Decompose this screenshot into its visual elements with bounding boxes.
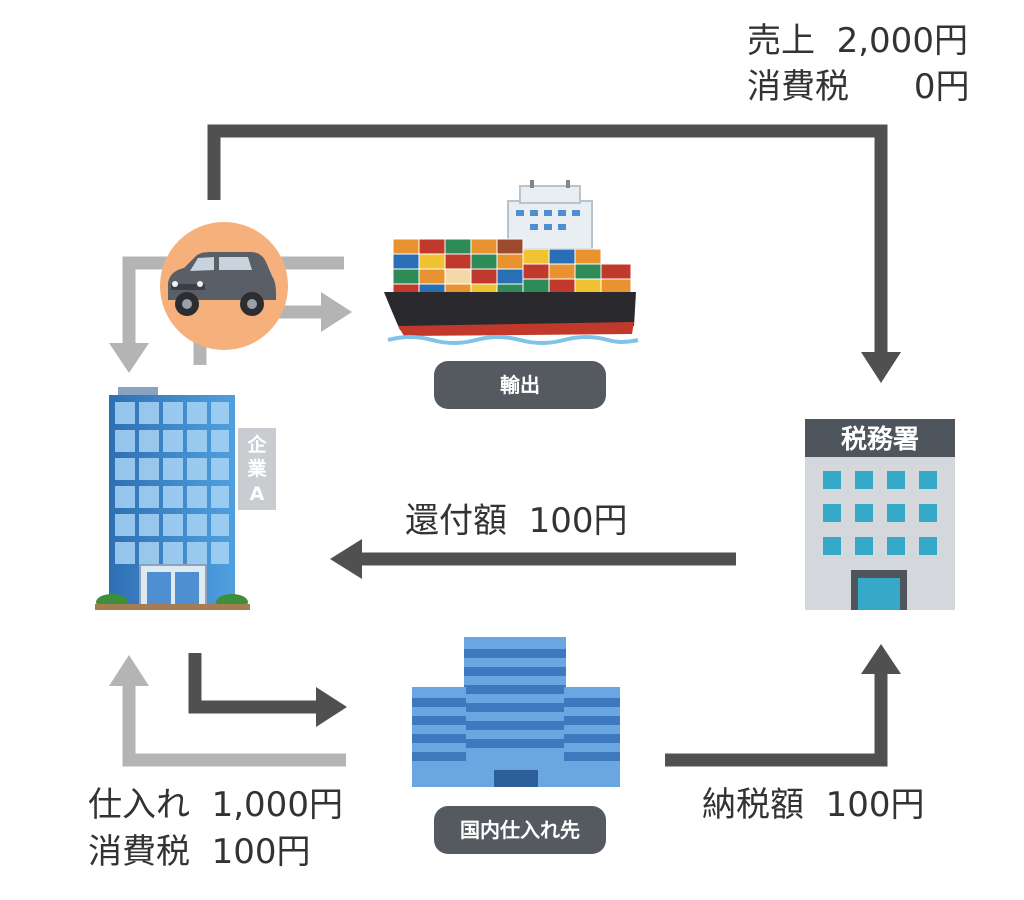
- sales-report-arrow: [207, 124, 901, 383]
- sales-amount-label: 売上 2,000円: [747, 21, 968, 61]
- supplier-badge: 国内仕入れ先: [434, 806, 606, 854]
- payment-arrow: [665, 644, 901, 767]
- purchase-tax-label: 消費税 100円: [88, 832, 311, 872]
- tax-office-icon: [805, 419, 955, 610]
- sales-tax-label: 消費税 0円: [747, 67, 970, 107]
- purchase-goods-arrow: [109, 655, 346, 767]
- cargo-ship-icon: [384, 180, 639, 345]
- export-badge: 輸出: [434, 361, 606, 409]
- company-sign-char-3: A: [250, 483, 265, 505]
- company-sign-char-2: 業: [246, 457, 267, 480]
- refund-arrow: [330, 539, 736, 579]
- company-sign-char-1: 企: [246, 433, 267, 456]
- purchase-amount-label: 仕入れ 1,000円: [88, 785, 343, 825]
- payment-to-supplier-arrow: [188, 653, 347, 727]
- refund-amount-label: 還付額 100円: [405, 501, 628, 541]
- office-building-icon: [95, 387, 276, 610]
- supplier-building-icon: [412, 637, 620, 787]
- tax-office-sign: 税務署: [841, 425, 919, 455]
- tax-payment-label: 納税額 100円: [702, 785, 925, 825]
- car-icon: [160, 222, 288, 350]
